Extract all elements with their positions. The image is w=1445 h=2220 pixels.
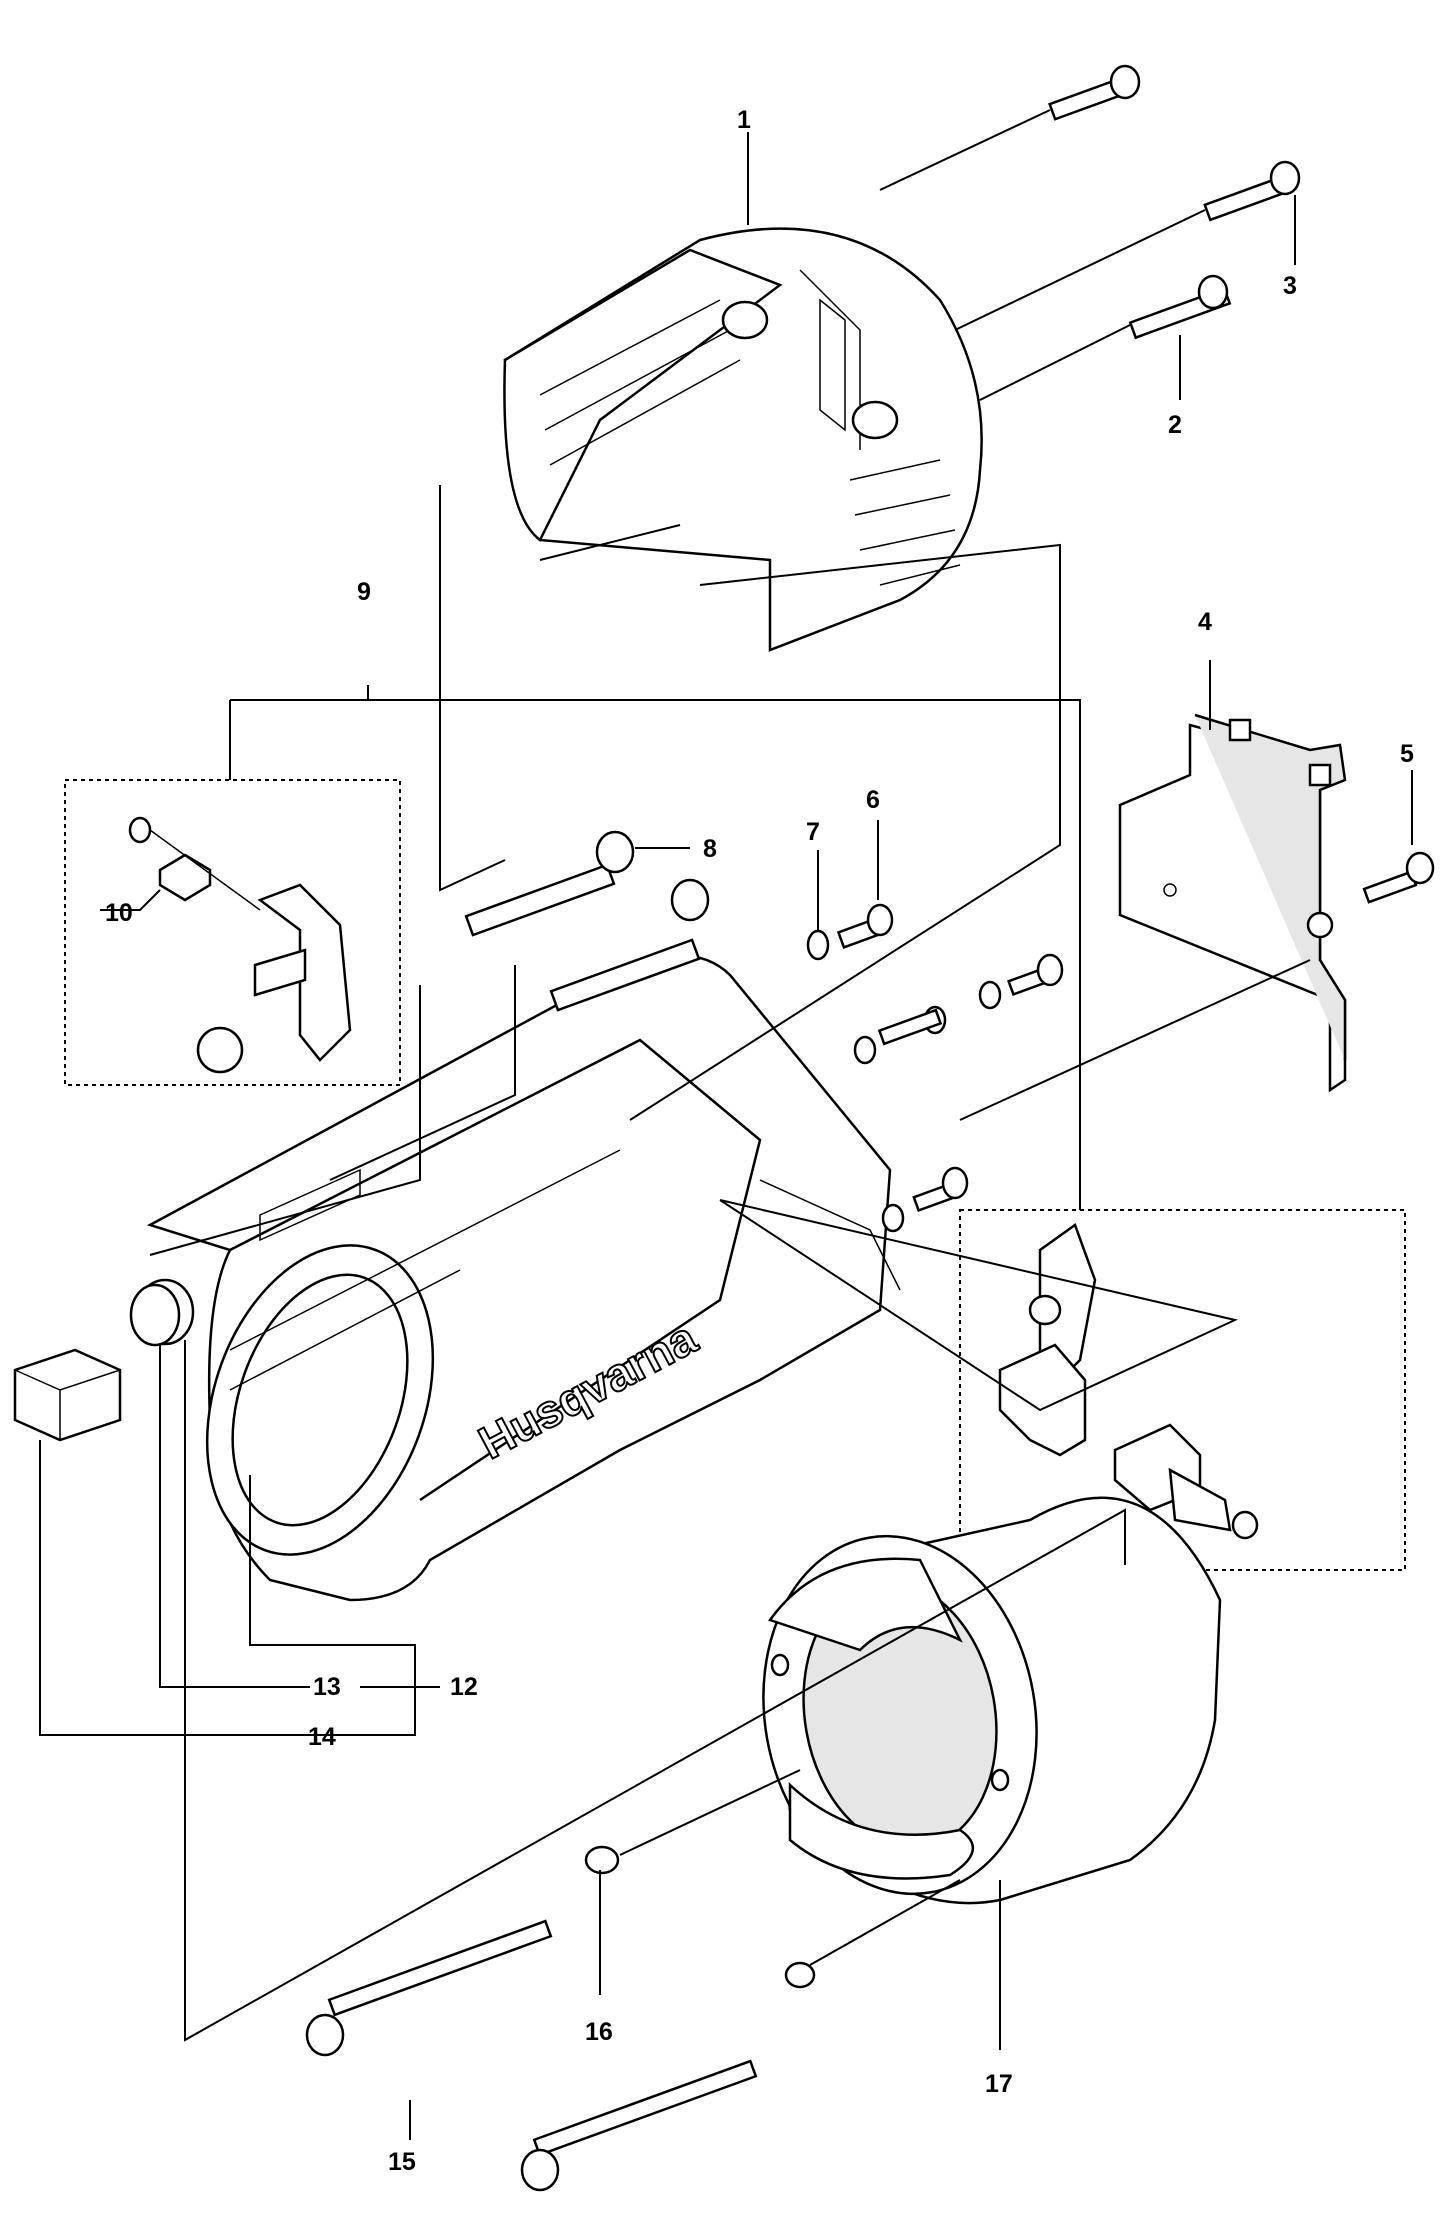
part-17-stator (762, 1496, 1222, 1905)
part-6-screw (836, 903, 894, 949)
callout-5: 5 (1400, 740, 1414, 768)
callout-13: 13 (313, 1673, 341, 1701)
callout-3: 3 (1283, 272, 1297, 300)
callout-10: 10 (105, 899, 133, 927)
part-13-cap (129, 1278, 195, 1347)
callout-2: 2 (1168, 411, 1182, 439)
brush-holder-right (998, 1223, 1259, 1540)
part-1-front-cover (503, 227, 983, 652)
callout-4: 4 (1198, 608, 1212, 636)
callout-16: 16 (585, 2018, 613, 2046)
part-2-screw (1128, 274, 1232, 340)
callout-17: 17 (985, 2070, 1013, 2098)
part-4-plate (1118, 713, 1347, 1093)
part-15-long-bolts (305, 1919, 758, 2192)
housing-screws-right (853, 953, 1064, 1233)
callout-1: 1 (737, 106, 751, 134)
part-5-screw (1362, 851, 1435, 904)
callout-labels: 1 2 3 4 5 6 7 8 9 10 12 13 14 15 16 17 (105, 106, 1414, 2176)
callout-12: 12 (450, 1673, 478, 1701)
leader-lines (39, 132, 1413, 2140)
callout-15: 15 (388, 2148, 416, 2176)
motor-housing: Husqvarna (146, 953, 901, 1602)
callout-6: 6 (866, 786, 880, 814)
part-16-washer (584, 1845, 816, 1989)
part-3-screws (1048, 64, 1301, 222)
part-7-washer (806, 929, 830, 961)
callout-14: 14 (308, 1723, 336, 1751)
callout-9: 9 (357, 578, 371, 606)
part-10-brush-left (128, 816, 352, 1074)
part-8-screws (464, 830, 710, 1012)
callout-8: 8 (703, 835, 717, 863)
callout-7: 7 (806, 818, 820, 846)
part-14-carbon-brush (13, 1348, 122, 1442)
